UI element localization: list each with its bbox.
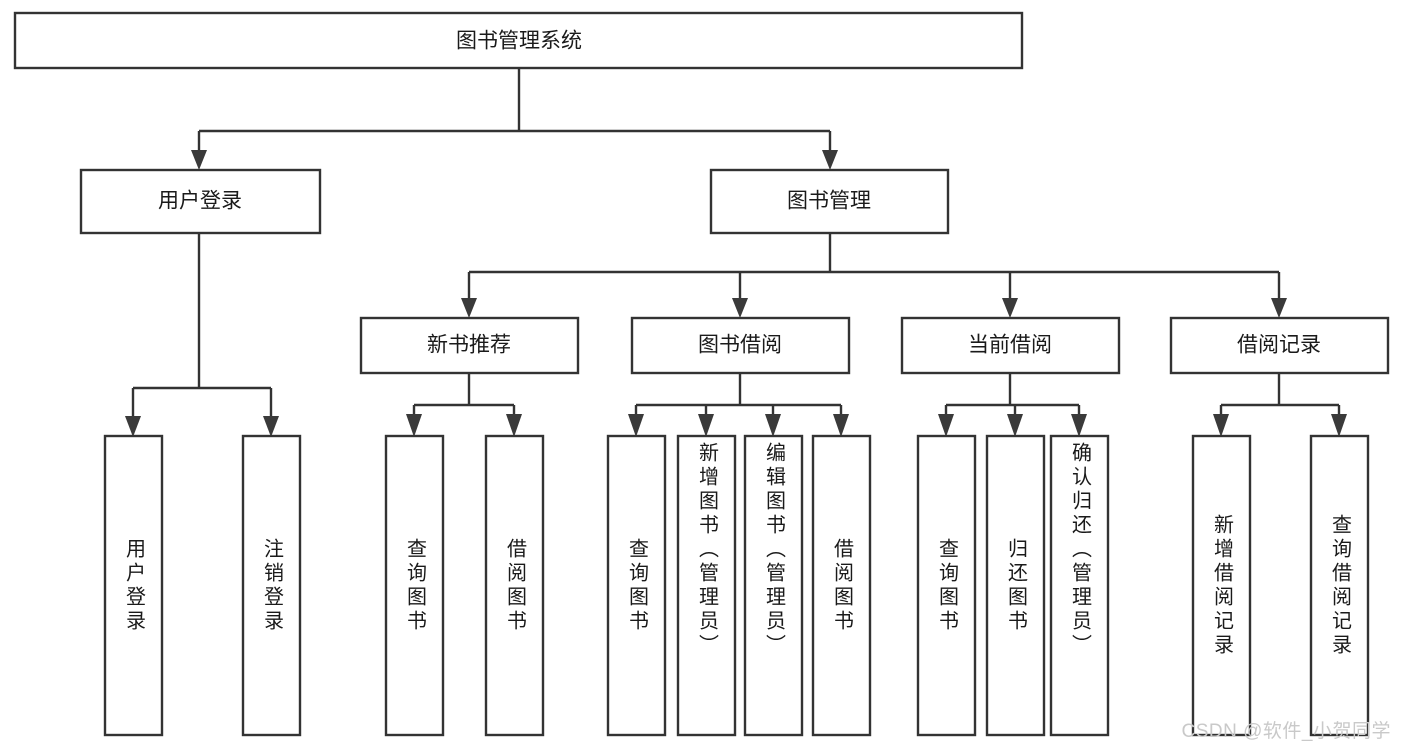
arrowhead-borrowrecord-leaf-1 [1213,414,1229,437]
node-book-management-box[interactable] [709,168,950,235]
node-borrow-record[interactable]: 借阅记录 [1169,316,1390,375]
node-borrow-record-box[interactable] [1169,316,1390,375]
node-root-box[interactable] [13,11,1024,70]
arrowhead-book-manage [822,150,838,170]
watermark-text: CSDN @软件_小贺同学 [1181,721,1391,742]
leaf-box-return-book[interactable] [985,434,1046,737]
node-book-management-label: 图书管理 [787,190,871,213]
node-new-book-recommend-label: 新书推荐 [427,334,511,357]
node-book-borrow-label: 图书借阅 [698,334,782,357]
node-current-borrow-label: 当前借阅 [968,334,1052,357]
leaf-box-query-book-3[interactable] [916,434,977,737]
arrowhead-currentborrow-leaf-1 [938,414,954,437]
leaf-box-user-login[interactable] [103,434,164,737]
arrowhead-bookborrow-leaf-2 [698,414,714,437]
leaf-box-query-book-1[interactable] [384,434,445,737]
leaf-box-logout[interactable] [241,434,302,737]
node-book-management[interactable]: 图书管理 [709,168,950,235]
arrowhead-bookborrow-leaf-1 [628,414,644,437]
leaf-box-add-book-admin[interactable] [676,434,737,737]
arrowhead-bookborrow-leaf-3 [765,414,781,437]
leaf-box-borrow-book-2[interactable] [811,434,872,737]
arrowhead-currentborrow-leaf-3 [1071,414,1087,437]
node-current-borrow[interactable]: 当前借阅 [900,316,1121,375]
arrowhead-newbook-leaf-1 [406,414,422,437]
arrowhead-user-login [191,150,207,170]
leaf-box-borrow-book-1[interactable] [484,434,545,737]
node-book-borrow[interactable]: 图书借阅 [630,316,851,375]
node-layer: 图书管理系统 用户登录 图书管理 新书推荐 图书借阅 当前 [13,11,1390,737]
node-user-login-label: 用户登录 [158,190,242,213]
node-root-book-management-system[interactable]: 图书管理系统 [13,11,1024,70]
arrowhead-leaf-user-login [125,416,141,437]
arrowhead-leaf-logout [263,416,279,437]
arrowhead-bookborrow-leaf-4 [833,414,849,437]
node-new-book-recommend[interactable]: 新书推荐 [359,316,580,375]
arrowhead-book-borrow [732,298,748,318]
arrowhead-new-book-recommend [461,298,477,318]
arrowhead-currentborrow-leaf-2 [1007,414,1023,437]
leaf-box-edit-book-admin[interactable] [743,434,804,737]
node-borrow-record-label: 借阅记录 [1237,334,1321,357]
node-user-login-box[interactable] [79,168,322,235]
arrowhead-borrowrecord-leaf-2 [1331,414,1347,437]
node-user-login[interactable]: 用户登录 [79,168,322,235]
arrowhead-current-borrow [1002,298,1018,318]
leaf-box-confirm-return-admin[interactable] [1049,434,1110,737]
leaf-box-query-book-2[interactable] [606,434,667,737]
leaf-box-add-borrow-record[interactable] [1191,434,1252,737]
node-root-label: 图书管理系统 [456,30,582,53]
node-new-book-recommend-box[interactable] [359,316,580,375]
node-current-borrow-box[interactable] [900,316,1121,375]
connector-layer [125,68,1347,437]
arrowhead-borrow-record [1271,298,1287,318]
leaf-box-query-borrow-record[interactable] [1309,434,1370,737]
arrowhead-newbook-leaf-2 [506,414,522,437]
node-book-borrow-box[interactable] [630,316,851,375]
